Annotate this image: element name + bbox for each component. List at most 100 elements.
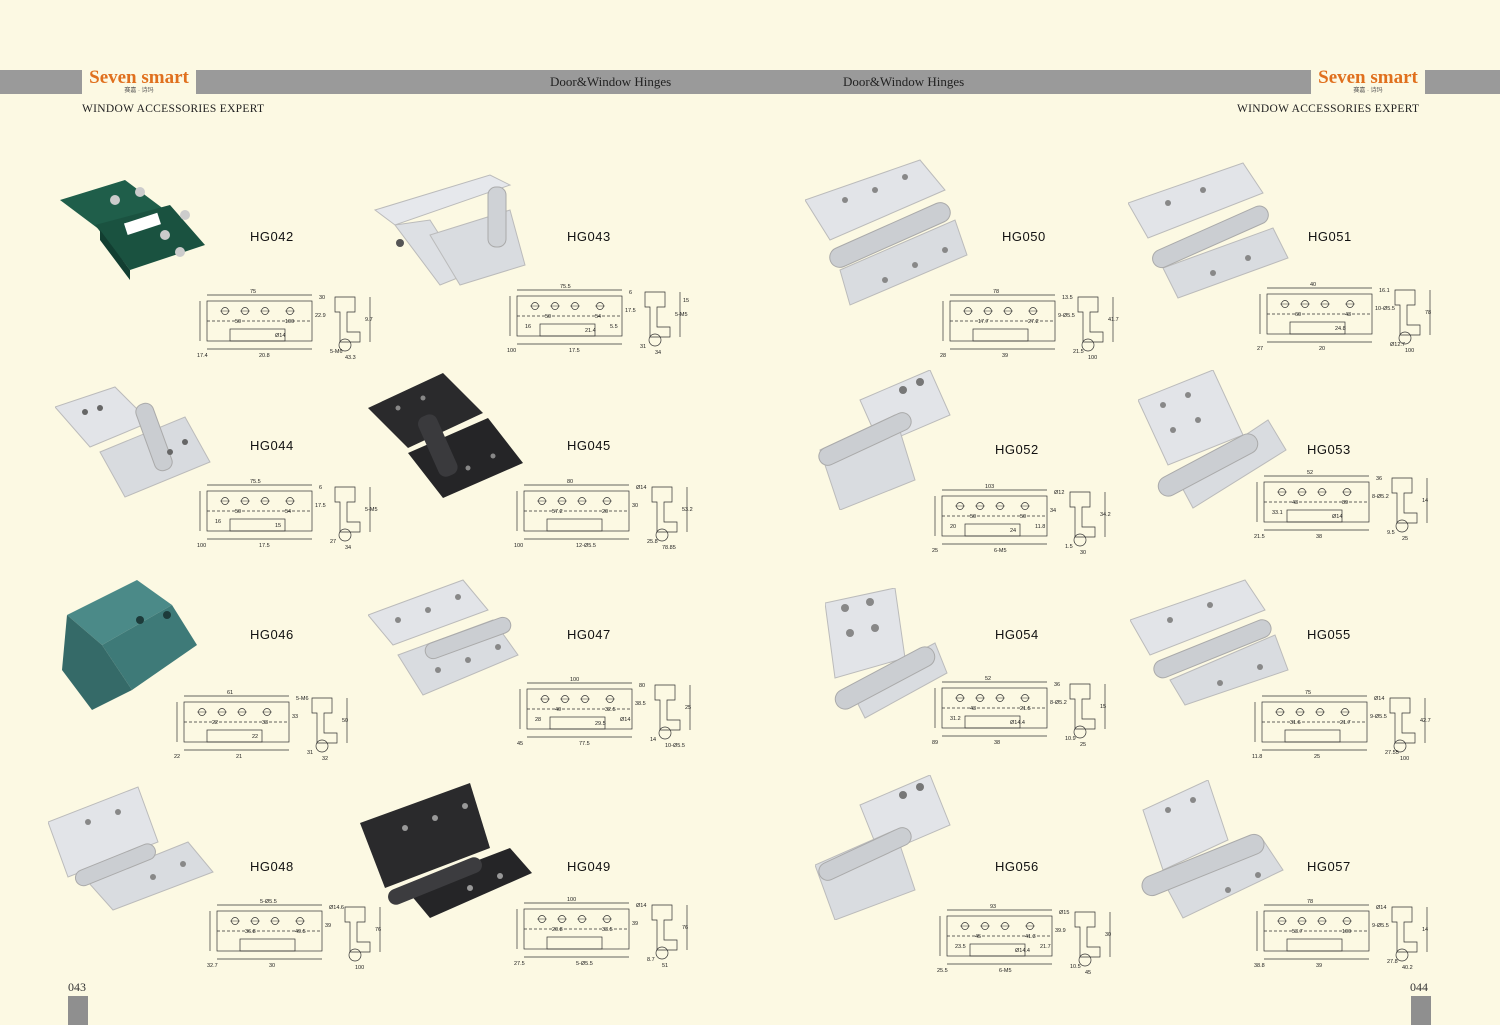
dimension-label: 21 [236, 754, 242, 760]
dimension-label: 31 [640, 344, 646, 350]
dimension-label: 50 [1020, 514, 1026, 520]
dimension-label: 100 [197, 543, 206, 549]
product-code: HG055 [1307, 627, 1351, 642]
dimension-label: 33.1 [1272, 510, 1283, 516]
dimension-label: 54 [285, 509, 291, 515]
dimension-label: 77.5 [579, 741, 590, 747]
dimension-label: 24 [1010, 528, 1016, 534]
dimension-label: Ø12 [1054, 490, 1064, 496]
tagline-right: WINDOW ACCESSORIES EXPERT [1237, 103, 1420, 115]
dimension-label: 32.5 [605, 707, 616, 713]
product-code: HG046 [250, 627, 294, 642]
dimension-label: 25 [932, 548, 938, 554]
dimension-label: 9-Ø5.5 [1372, 923, 1389, 929]
dimension-label: 17.7 [978, 319, 989, 325]
page-tab-right [1411, 996, 1431, 1025]
dimension-label: 100 [567, 897, 576, 903]
dimension-label: 15 [275, 523, 281, 529]
dimension-label: 33 [262, 720, 268, 726]
dimension-label: 21.7 [1340, 720, 1351, 726]
dimension-label: 78 [1307, 899, 1313, 905]
dimension-label: Ø14 [1332, 514, 1342, 520]
dimension-label: 17.5 [315, 503, 326, 509]
dimension-label: 25 [1314, 754, 1320, 760]
dimension-label: 53.2 [682, 507, 693, 513]
dimension-label: 43 [970, 706, 976, 712]
dimension-label: 17.4 [197, 353, 208, 359]
product-code: HG042 [250, 229, 294, 244]
dimension-label: 100 [1400, 756, 1409, 762]
dimension-label: 75.5 [250, 479, 261, 485]
dimension-label: 1.5 [1065, 544, 1073, 550]
dimension-label: 9.7 [365, 317, 373, 323]
dimension-label: 39 [632, 921, 638, 927]
dimension-label: 39 [1002, 353, 1008, 359]
hinge-photo-hg042 [60, 180, 205, 280]
dimension-label: 10.5 [1070, 964, 1081, 970]
dimension-label: 5-Ø5.5 [260, 899, 277, 905]
dimension-label: 38 [994, 740, 1000, 746]
dimension-label: Ø14 [275, 333, 285, 339]
dimension-label: 8.7 [647, 957, 655, 963]
hinge-photo-hg043 [373, 174, 526, 286]
page-number-right: 044 [1410, 980, 1428, 994]
hinge-photo-hg044 [55, 386, 211, 498]
dimension-label: 34 [655, 350, 661, 356]
dimension-label: 20 [1319, 346, 1325, 352]
dimension-label: 100 [355, 965, 364, 971]
dimension-label: 10-Ø5.5 [1375, 306, 1395, 312]
hinge-photo-hg056 [815, 775, 951, 920]
dimension-label: 100 [507, 348, 516, 354]
dimension-label: 9.5 [1387, 530, 1395, 536]
dimension-label: 24.8 [1335, 326, 1346, 332]
dimension-label: 14 [1422, 498, 1428, 504]
dimension-label: 25 [1080, 742, 1086, 748]
brand-name: Seven smart [1318, 67, 1418, 88]
dimension-label: 27.5 [514, 961, 525, 967]
dimension-label: 16 [525, 324, 531, 330]
dimension-label: 17.5 [259, 543, 270, 549]
dimension-label: 61 [227, 690, 233, 696]
dimension-label: 38.8 [1254, 963, 1265, 969]
dimension-label: 30 [1080, 550, 1086, 556]
dimension-label: 33.5 [602, 927, 613, 933]
dimension-label: 45 [975, 934, 981, 940]
hinge-photo-hg049 [360, 783, 532, 918]
dimension-label: 30 [1105, 932, 1111, 938]
dimension-label: 25.5 [937, 968, 948, 974]
dimension-label: 22.9 [315, 313, 326, 319]
dimension-label: 33 [292, 714, 298, 720]
brand-logo-right: Seven smart 赛嘉 · 诗玛 [1311, 66, 1425, 96]
dimension-label: 20 [950, 524, 956, 530]
dimension-label: 27.2 [1028, 319, 1039, 325]
product-code: HG048 [250, 859, 294, 874]
dimension-label: 27.8 [1387, 959, 1398, 965]
dimension-label: Ø14 [636, 485, 646, 491]
dimension-label: 25 [1402, 536, 1408, 542]
dimension-label: 9-Ø5.5 [1058, 313, 1075, 319]
dimension-label: 27.55 [1385, 750, 1399, 756]
dimension-label: 43.3 [345, 355, 356, 361]
dimension-label: Ø12.7 [1390, 342, 1405, 348]
dimension-label: 25 [685, 705, 691, 711]
dimension-label: 8-Ø5.2 [1372, 494, 1389, 500]
dimension-label: 8-Ø5.2 [1050, 700, 1067, 706]
hinge-photo-hg051 [1128, 162, 1289, 299]
dimension-label: Ø14 [1374, 696, 1384, 702]
brand-name: Seven smart [89, 67, 189, 88]
dimension-label: 11.8 [1035, 524, 1045, 530]
dimension-label: 34 [345, 545, 351, 551]
hinge-photo-hg053 [1138, 370, 1287, 509]
hinge-photo-hg047 [368, 579, 519, 696]
dimension-label: 16 [215, 519, 221, 525]
